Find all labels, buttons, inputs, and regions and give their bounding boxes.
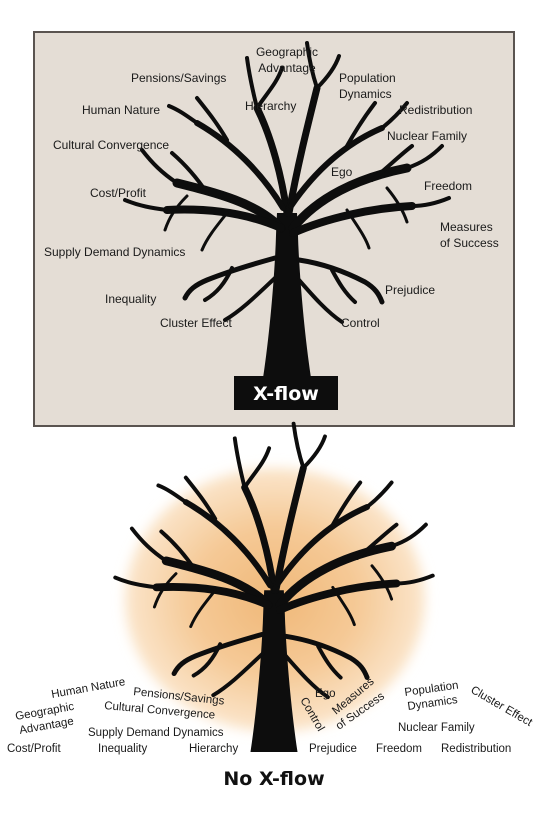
label-measures: Measures: [440, 220, 493, 234]
label-ego: Ego: [331, 165, 353, 179]
label-prejudice: Prejudice: [385, 283, 435, 297]
top-title-box: [234, 376, 338, 410]
top-title: X-flow: [253, 383, 319, 405]
label-measures: of Success: [440, 236, 499, 250]
label-supply-demand: Supply Demand Dynamics: [44, 245, 185, 259]
label-nuclear-family: Nuclear Family: [398, 722, 475, 734]
label-control: Control: [341, 316, 380, 330]
label-redistribution: Redistribution: [441, 743, 511, 755]
label-population: Dynamics: [339, 87, 392, 101]
label-inequality: Inequality: [98, 743, 147, 755]
label-geographic: Geographic: [256, 45, 318, 59]
bottom-title: No X-flow: [223, 768, 324, 790]
label-prejudice: Prejudice: [309, 743, 357, 755]
label-cultural-convergence: Cultural Convergence: [53, 138, 169, 152]
top-panel: X-flow Geographic Advantage Pensions/Sav…: [33, 31, 515, 427]
label-cost-profit: Cost/Profit: [7, 743, 61, 755]
label-freedom: Freedom: [424, 179, 472, 193]
label-nuclear-family: Nuclear Family: [387, 129, 467, 143]
label-inequality: Inequality: [105, 292, 156, 306]
label-geographic: Advantage: [258, 61, 316, 75]
label-population: Population: [339, 71, 396, 85]
label-cluster-effect: Cluster Effect: [160, 316, 232, 330]
label-cluster-effect: Cluster Effect: [469, 684, 535, 729]
bottom-panel: Human Nature Pensions/Savings Geographic…: [7, 424, 535, 790]
label-human-nature: Human Nature: [82, 103, 160, 117]
label-hierarchy: Hierarchy: [245, 99, 296, 113]
label-redistribution: Redistribution: [399, 103, 472, 117]
label-freedom: Freedom: [376, 743, 422, 755]
label-human-nature: Human Nature: [50, 676, 126, 701]
label-ego: Ego: [315, 688, 335, 700]
label-hierarchy: Hierarchy: [189, 743, 238, 755]
label-supply-demand: Supply Demand Dynamics: [88, 727, 224, 739]
label-cost-profit: Cost/Profit: [90, 186, 147, 200]
label-pensions: Pensions/Savings: [131, 71, 226, 85]
